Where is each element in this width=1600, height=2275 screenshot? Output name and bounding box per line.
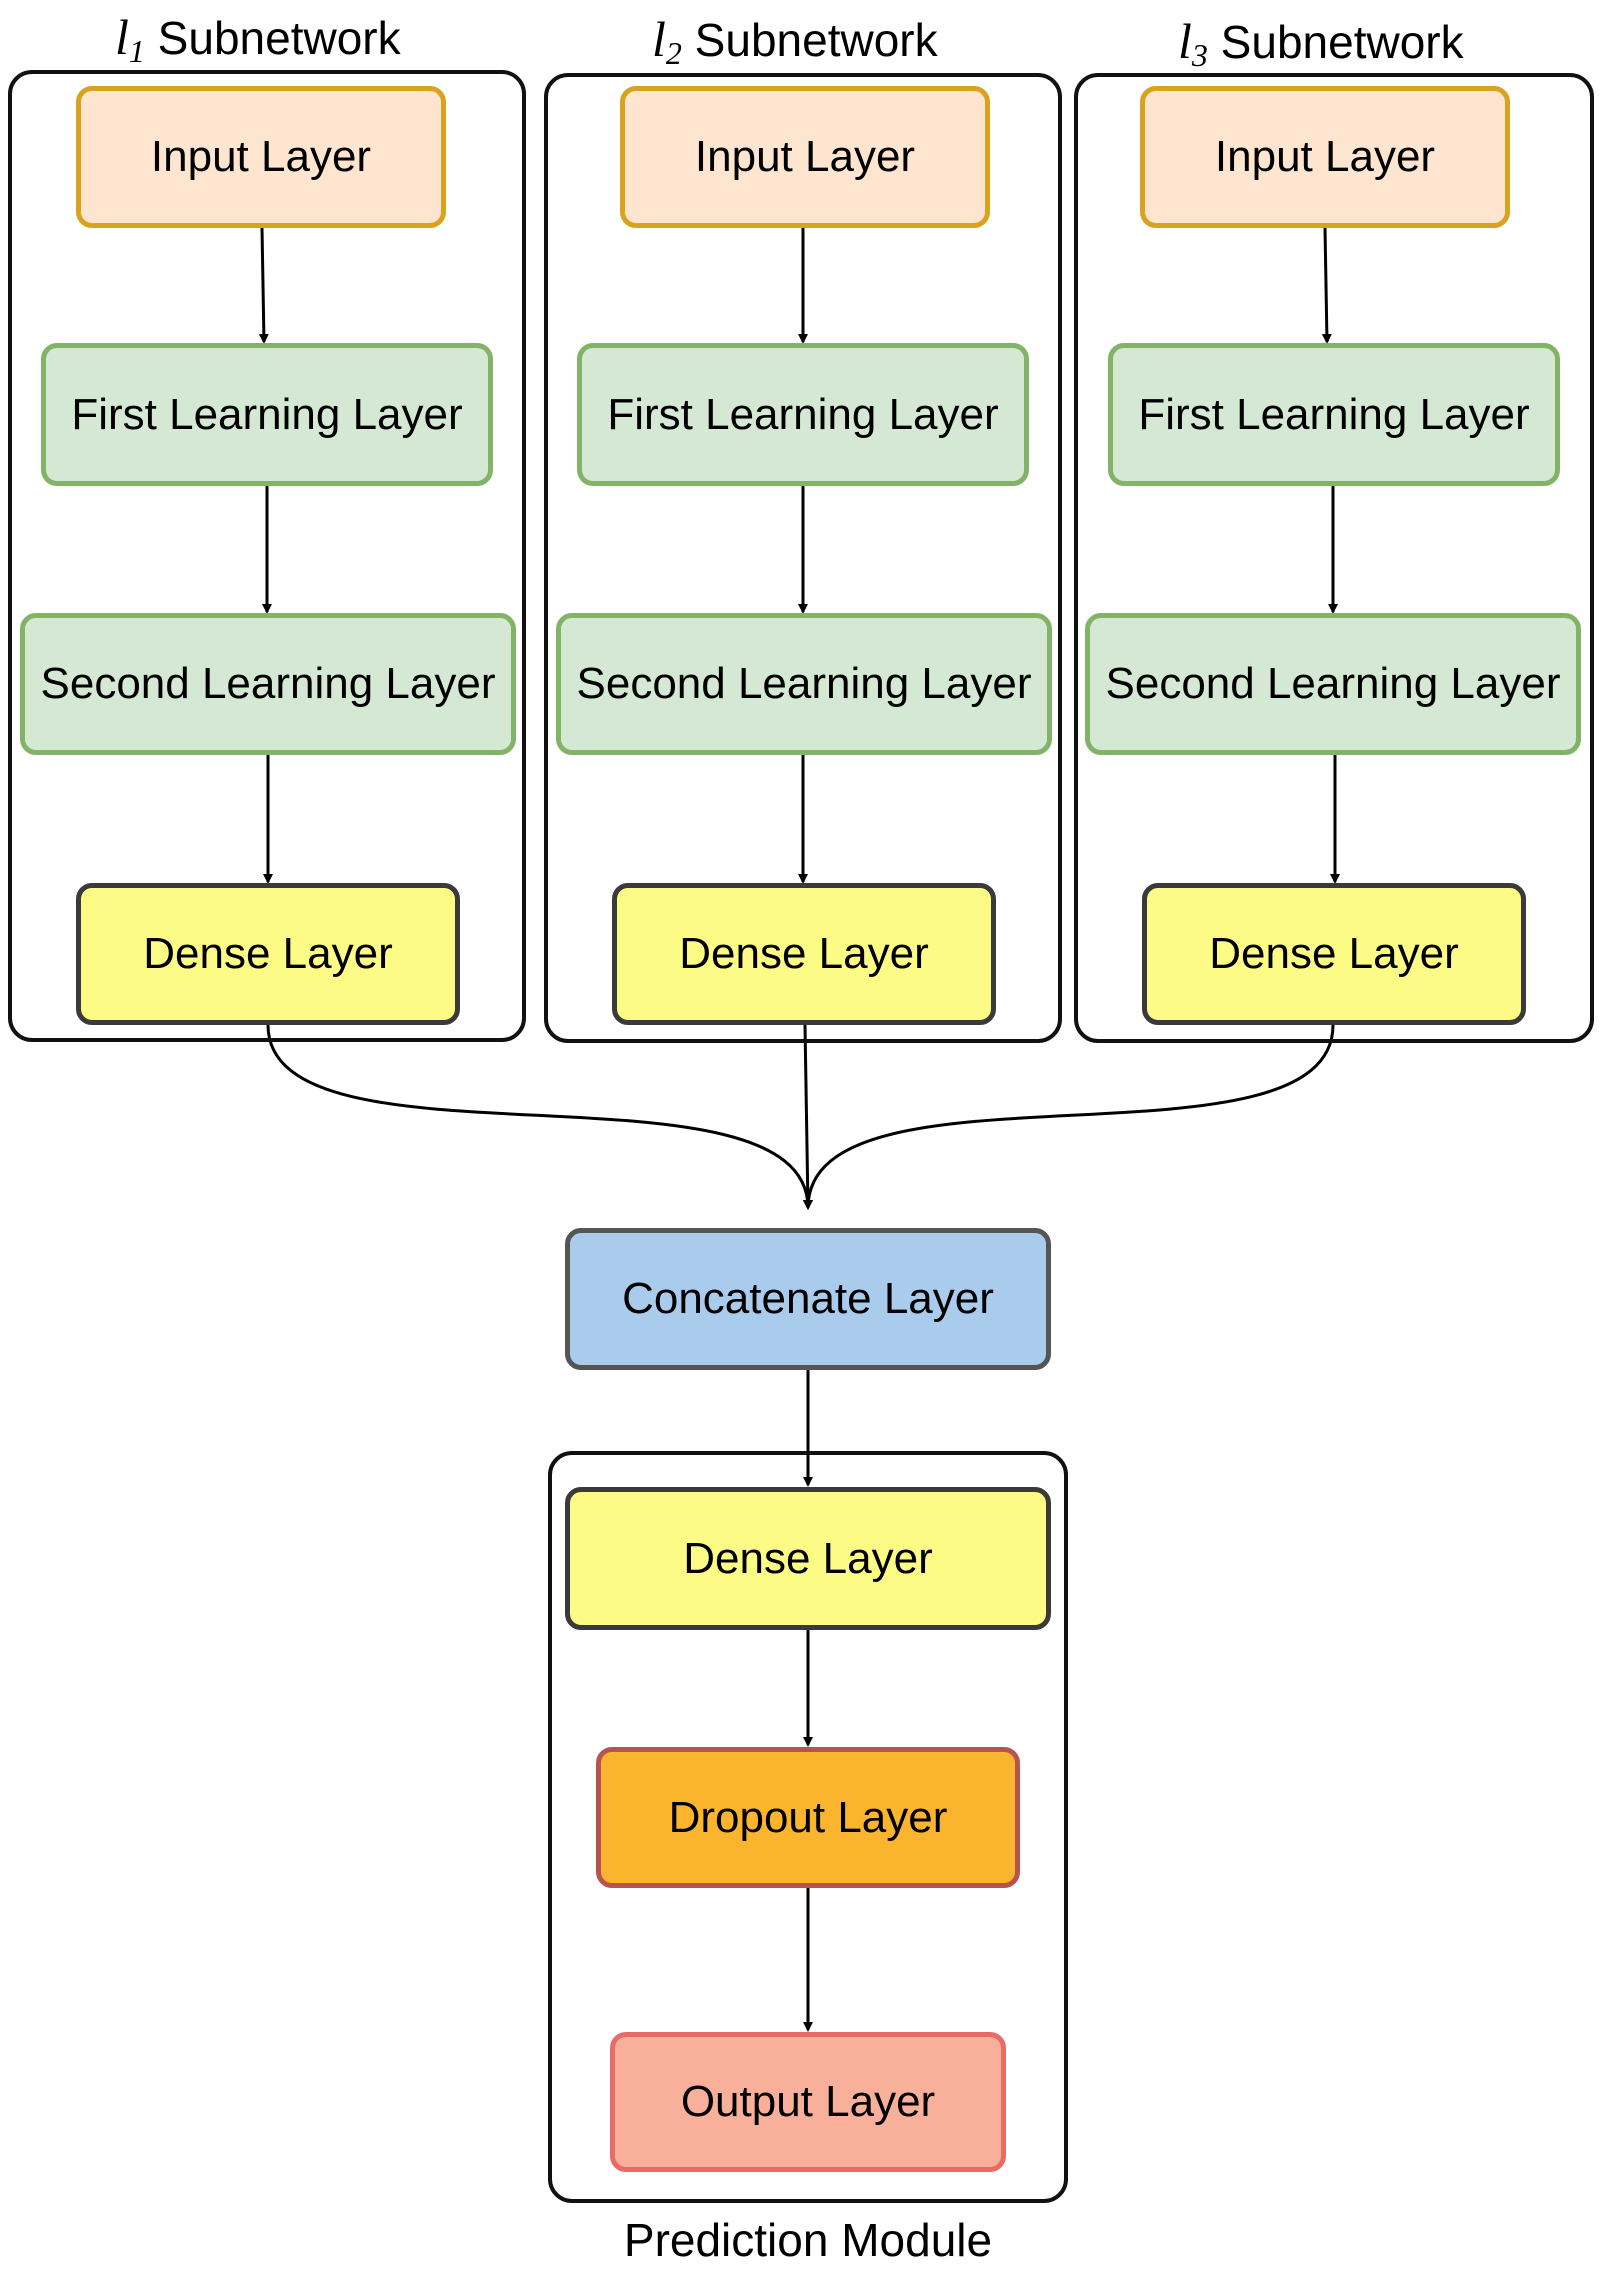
subnetwork-3-title-text: Subnetwork xyxy=(1207,16,1464,68)
prediction-dropout-layer: Dropout Layer xyxy=(596,1747,1020,1888)
subnetwork-2-container xyxy=(544,73,1062,1043)
subnetwork-2-title: l2 Subnetwork xyxy=(652,10,938,72)
subnetwork-3-container xyxy=(1074,73,1594,1043)
subnetwork-1-first-learning-layer: First Learning Layer xyxy=(41,343,493,486)
curve-s1-to-concat xyxy=(266,1024,813,1210)
arrow-s1-input-first xyxy=(258,227,269,344)
curve-s3-to-concat xyxy=(803,1024,1335,1210)
subnetwork-3-title-sub: 3 xyxy=(1191,37,1208,73)
line-s2-to-concat xyxy=(802,1024,813,1210)
subnetwork-2-title-sub: 2 xyxy=(665,35,682,71)
subnetwork-2-title-var: l xyxy=(652,11,666,67)
prediction-output-layer: Output Layer xyxy=(610,2032,1006,2172)
subnetwork-2-input-layer: Input Layer xyxy=(620,86,990,228)
prediction-module-container xyxy=(548,1451,1068,2203)
subnetwork-1-container xyxy=(8,70,526,1042)
arrow-s3-input-first xyxy=(1321,227,1332,344)
prediction-module-title: Prediction Module xyxy=(623,2214,993,2266)
subnetwork-2-second-learning-layer: Second Learning Layer xyxy=(556,613,1052,755)
subnetwork-3-dense-layer: Dense Layer xyxy=(1142,883,1526,1025)
subnetwork-2-title-text: Subnetwork xyxy=(681,14,938,66)
subnetwork-1-second-learning-layer: Second Learning Layer xyxy=(20,613,516,755)
subnetwork-3-input-layer: Input Layer xyxy=(1140,86,1510,228)
subnetwork-3-first-learning-layer: First Learning Layer xyxy=(1108,343,1560,486)
subnetwork-1-title-text: Subnetwork xyxy=(144,12,401,64)
subnetwork-2-dense-layer: Dense Layer xyxy=(612,883,996,1025)
subnetwork-1-title-var: l xyxy=(115,9,129,65)
subnetwork-3-title: l3 Subnetwork xyxy=(1178,12,1464,74)
concatenate-layer: Concatenate Layer xyxy=(565,1228,1051,1370)
subnetwork-2-first-learning-layer: First Learning Layer xyxy=(577,343,1029,486)
subnetwork-1-dense-layer: Dense Layer xyxy=(76,883,460,1025)
subnetwork-1-input-layer: Input Layer xyxy=(76,86,446,228)
subnetwork-1-title: l1 Subnetwork xyxy=(115,8,401,70)
subnetwork-1-title-sub: 1 xyxy=(128,33,145,69)
subnetwork-3-title-var: l xyxy=(1178,13,1192,69)
subnetwork-3-second-learning-layer: Second Learning Layer xyxy=(1085,613,1581,755)
prediction-dense-layer: Dense Layer xyxy=(565,1487,1051,1630)
